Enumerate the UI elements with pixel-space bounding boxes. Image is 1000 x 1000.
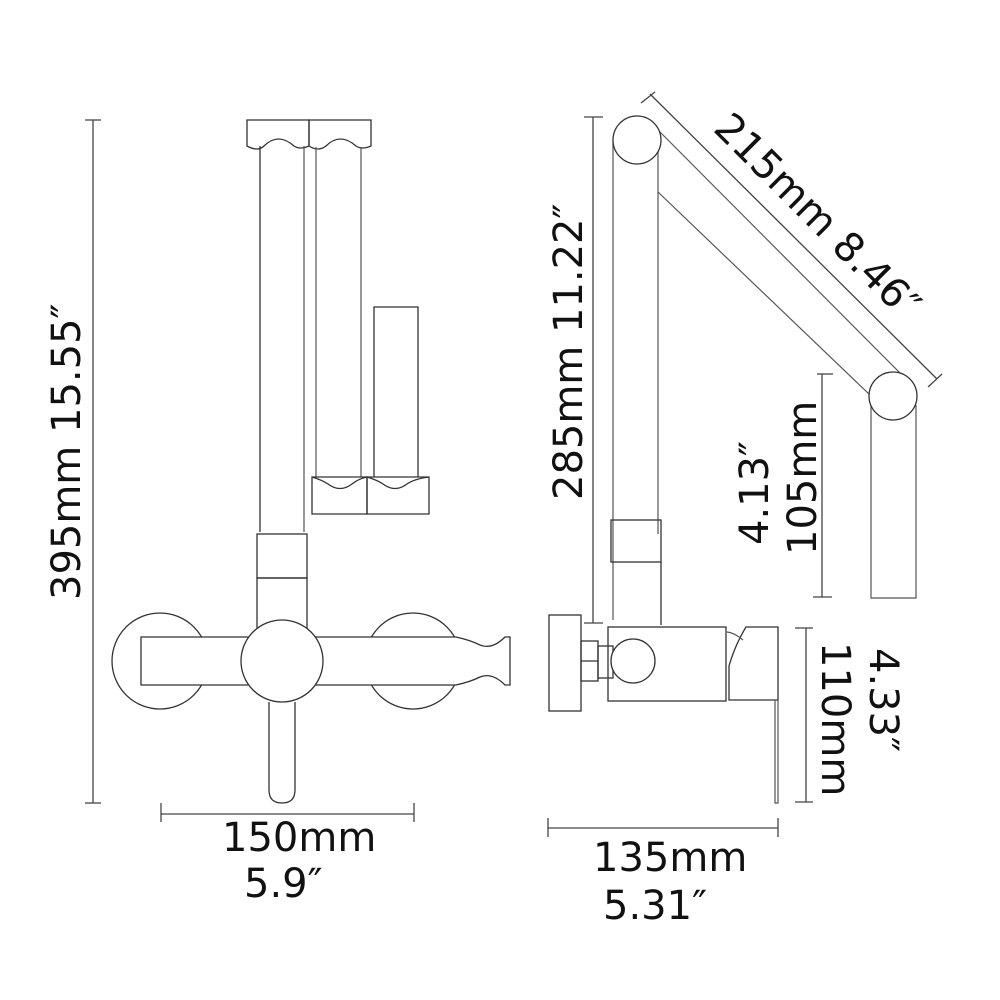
riser-height-label: 285mm 11.22″ (546, 204, 592, 500)
dimension-riser-height (584, 116, 603, 624)
lower-joint (868, 371, 918, 421)
spout-drop-inch-label: 4.13″ (732, 441, 778, 545)
spout-drop-mm-label: 105mm (780, 401, 826, 555)
lower-hinge-caps (311, 476, 430, 515)
front-view: 395mm 15.55″ (44, 119, 511, 907)
dimension-body-height (795, 627, 813, 803)
dimension-spout-drop (813, 373, 833, 598)
side-handle (726, 626, 779, 804)
riser-collar (256, 533, 308, 631)
side-body (607, 626, 727, 702)
dimension-depth (547, 818, 779, 837)
body-height-inch-label: 4.33″ (860, 648, 906, 752)
width-inch-label: 5.9″ (244, 861, 323, 907)
depth-inch-label: 5.31″ (603, 883, 707, 929)
upper-joint (612, 115, 662, 165)
side-body-port (610, 638, 656, 684)
side-wall-flange (548, 614, 582, 712)
side-view: 285mm 11.22″ 215mm 8.46″ (546, 91, 943, 929)
dimension-width (160, 803, 415, 822)
folded-arm-pipe (315, 147, 362, 477)
spout (870, 405, 917, 599)
total-height-label: 395mm 15.55″ (44, 304, 90, 600)
side-riser-pipe (612, 140, 659, 620)
dimension-arm-length (640, 91, 943, 388)
dimension-total-height (85, 119, 101, 804)
arm-length-label: 215mm 8.46″ (705, 105, 929, 329)
center-hub (240, 619, 324, 703)
articulated-arm (657, 130, 906, 396)
body-height-mm-label: 110mm (812, 642, 858, 796)
riser-pipe (259, 146, 305, 532)
top-hinge-caps (246, 119, 372, 150)
body-bar (140, 636, 511, 686)
lever-handle (268, 702, 296, 804)
side-riser-collar (610, 519, 662, 625)
spout-stub (373, 306, 419, 477)
depth-mm-label: 135mm (593, 835, 747, 881)
width-mm-label: 150mm (222, 815, 376, 861)
